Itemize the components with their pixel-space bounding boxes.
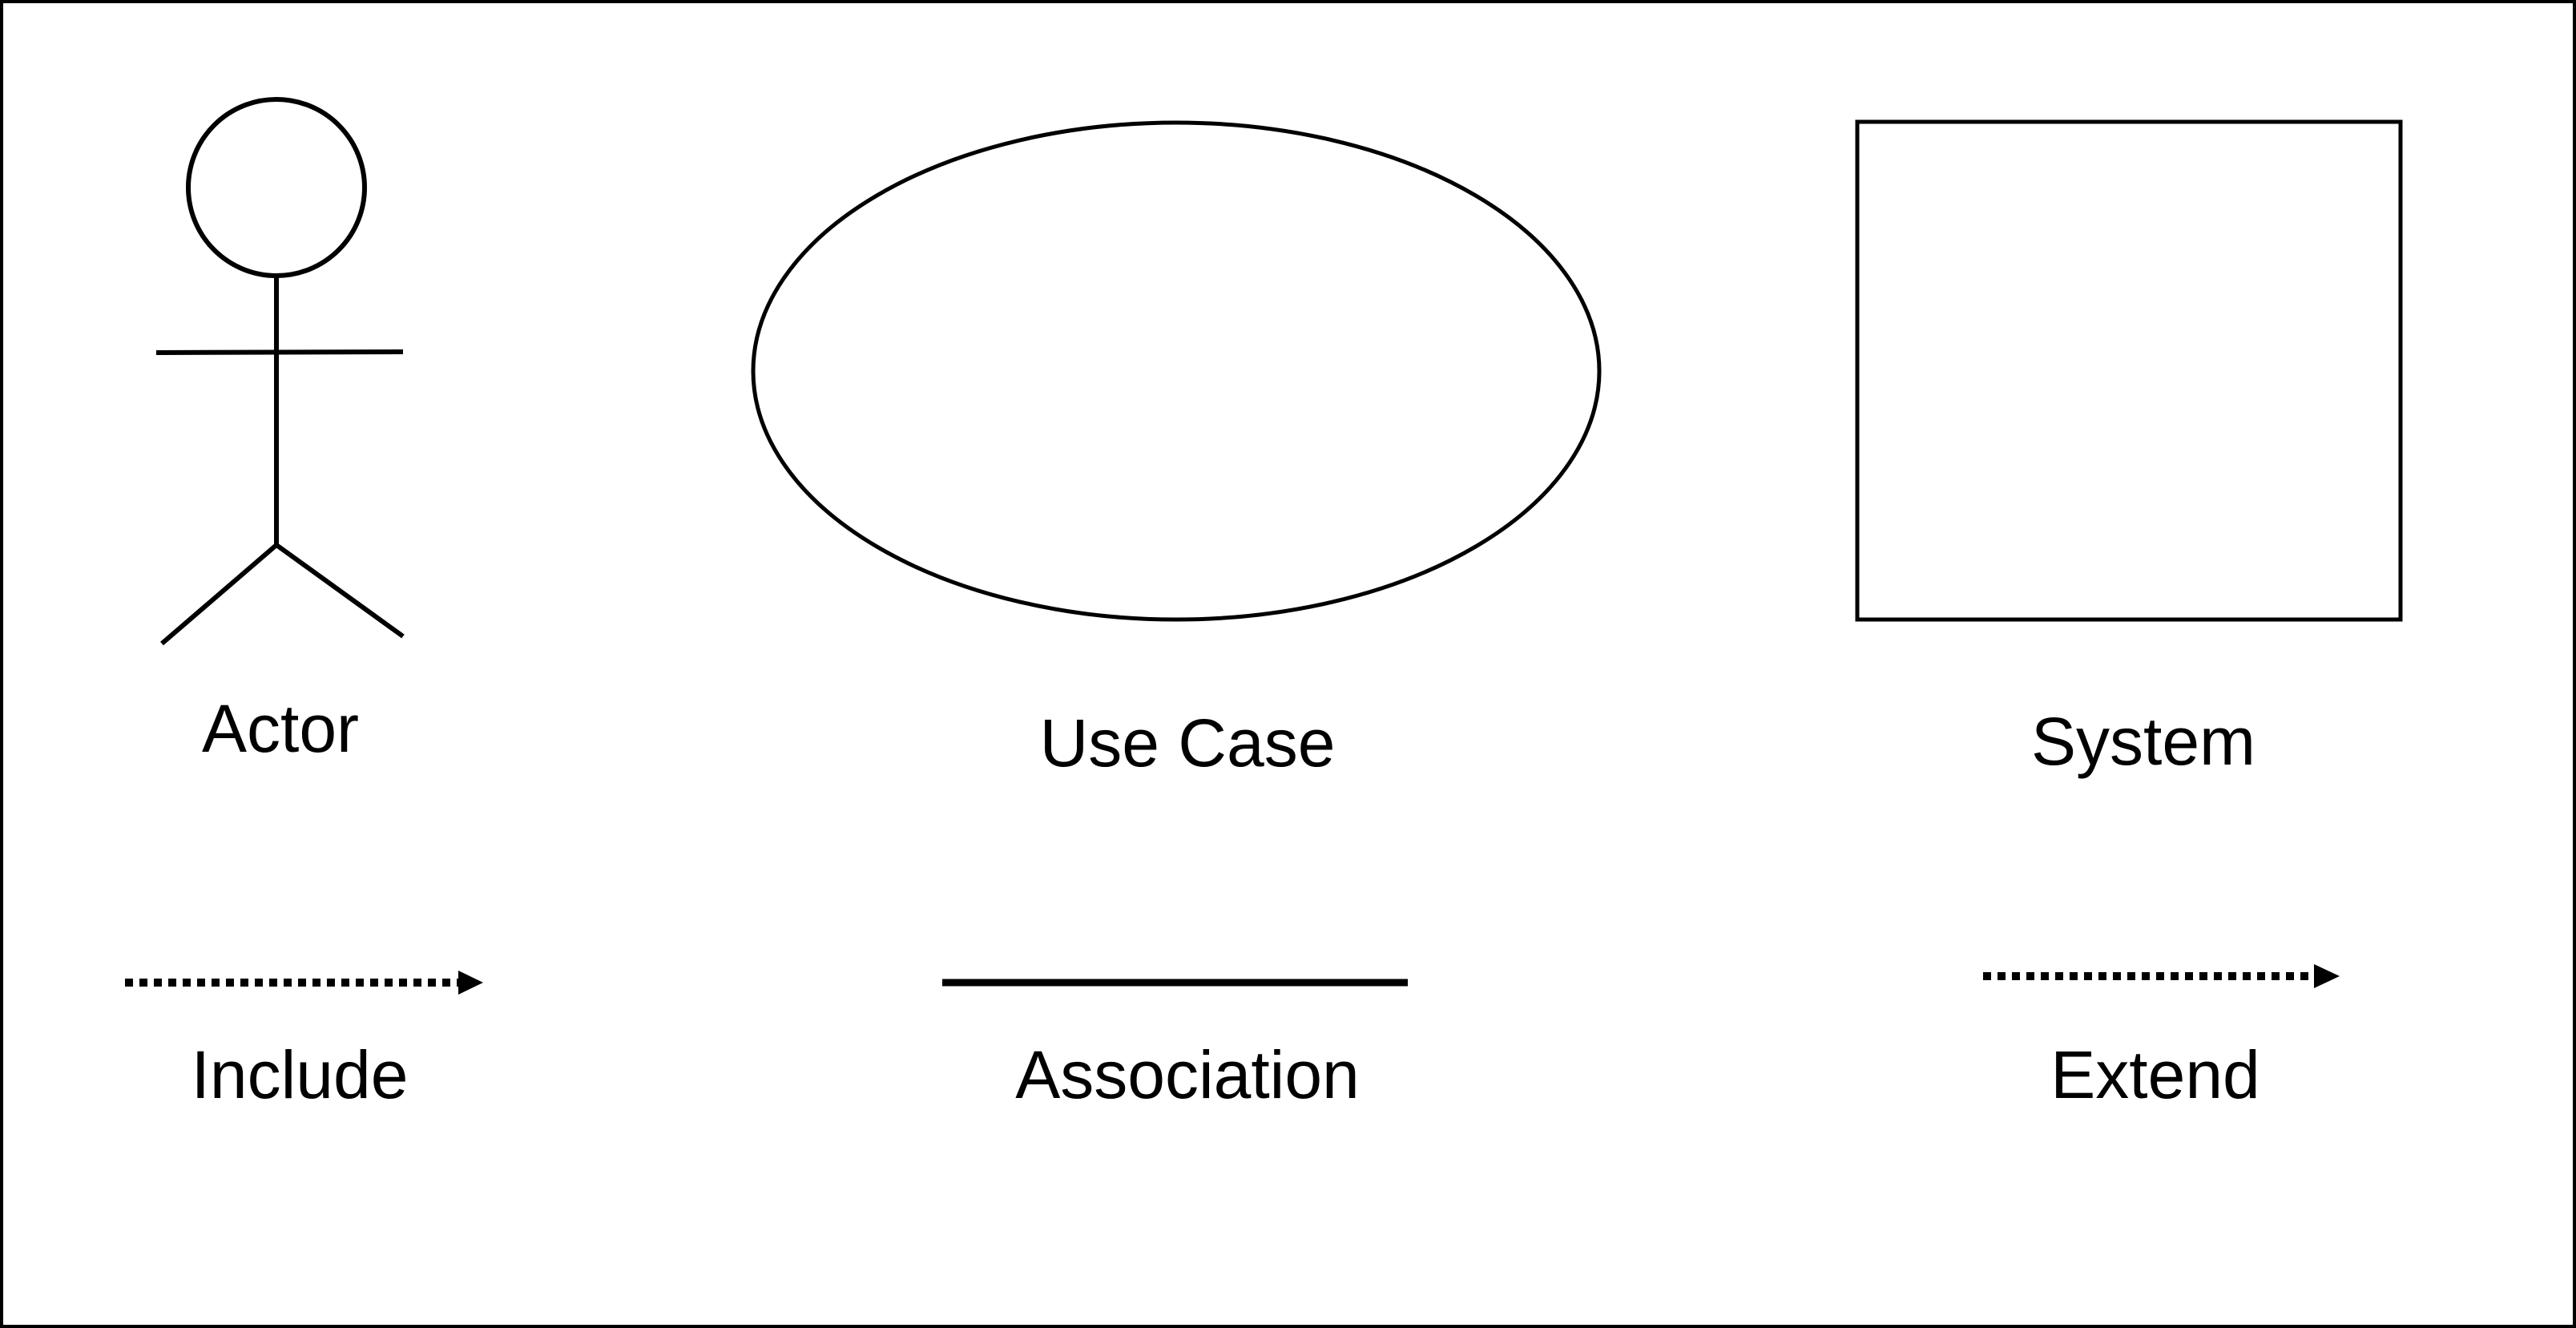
- use-case-symbol: [751, 120, 1602, 622]
- association-label: Association: [1015, 1037, 1360, 1112]
- extend-label: Extend: [2050, 1037, 2260, 1112]
- actor-label: Actor: [202, 691, 359, 766]
- actor-arms: [155, 349, 404, 355]
- include-symbol: [125, 971, 483, 995]
- include-arrowhead: [458, 971, 483, 995]
- extend-symbol: [1983, 964, 2340, 988]
- include-label: Include: [191, 1037, 409, 1112]
- use-case-label: Use Case: [1040, 705, 1336, 781]
- extend-arrowhead: [2314, 964, 2340, 988]
- system-label: System: [2031, 704, 2256, 779]
- actor-symbol: [155, 97, 405, 646]
- actor-right-leg: [275, 543, 405, 639]
- system-symbol: [1855, 119, 2403, 622]
- actor-left-leg: [160, 543, 278, 646]
